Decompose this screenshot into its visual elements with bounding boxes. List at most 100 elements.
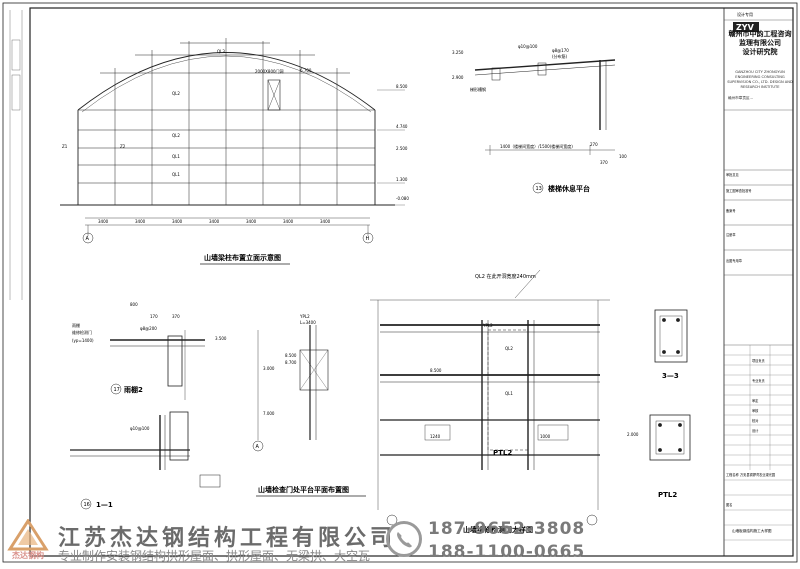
design-seal-label: 设计专用 xyxy=(737,11,753,17)
stair-level-3250: 3.250 xyxy=(452,50,464,55)
label-ql2-elev: QL2 xyxy=(172,91,180,96)
stair-rebar-2: φ8@170 xyxy=(552,48,569,53)
watermark-company: 江苏杰达钢结构工程有限公司 xyxy=(58,525,397,551)
stair-platform-drawing xyxy=(474,59,616,194)
watermark-logo-caption: 杰达钢构 xyxy=(12,551,44,560)
ptl2-level: 2.000 xyxy=(627,432,639,437)
role-1: 项目负责 xyxy=(752,358,765,363)
section-1-title: 1—1 xyxy=(96,501,113,509)
level-8500: 8.500 xyxy=(396,84,408,89)
canopy-rebar-1: φ8@200 xyxy=(140,326,157,331)
stair-rebar-3: (分布筋) xyxy=(552,53,568,59)
platform-level-2: 8.700 xyxy=(285,360,297,365)
platform-ypl: YPL2 xyxy=(299,314,310,319)
stair-rebar-1: φ10@100 xyxy=(518,44,538,49)
drawing-name: 山墙板钢结构施工大样图 xyxy=(732,528,772,533)
company-name-line1: 赣州市中韵工程咨询 xyxy=(728,30,792,38)
role-2: 专业负责 xyxy=(752,378,765,383)
role-5: 校对 xyxy=(752,418,759,423)
door-detail-drawing xyxy=(370,269,610,526)
canopy-rebar-2: φ10@100 xyxy=(130,426,150,431)
platform-level-1: 8.500 xyxy=(285,353,297,358)
inner-border xyxy=(29,7,794,557)
platform-axis: A xyxy=(256,444,260,450)
approval-note-1: 审批意见 xyxy=(726,172,740,177)
stair-channel: 梯形槽钢 xyxy=(470,86,486,92)
approval-note-2: 施工图审查批准号 xyxy=(726,188,752,193)
role-4: 审核 xyxy=(752,408,759,413)
door-ql1-a: QL1 xyxy=(505,391,513,396)
company-name: 赣州市中韵工程咨询 监理有限公司 设计研究院 xyxy=(726,30,794,57)
axis-a-label: A xyxy=(86,236,90,242)
project-label: 工程名称 xyxy=(726,472,740,477)
label-ql2-elev-b: QL2 xyxy=(172,133,180,138)
level-6700: 6.700 xyxy=(300,68,312,73)
platform-plan-drawing xyxy=(252,325,329,452)
span-6: 3400 xyxy=(283,219,294,224)
door-title: 山墙维修检测门大样图 xyxy=(463,525,533,534)
elevation-drawing xyxy=(60,38,405,244)
stair-dim-370: 370 xyxy=(600,160,608,165)
canopy-drawing xyxy=(70,330,221,510)
watermark-logo: 杰达钢构 xyxy=(6,518,50,561)
elevation-title: 山墙梁柱布置立面示意图 xyxy=(204,253,281,262)
project-name: 万安县铜锣湾农业观光园 xyxy=(740,472,775,477)
role-6: 设计 xyxy=(752,428,759,433)
canopy-num: 17 xyxy=(114,387,120,393)
company-name-line3: 设计研究院 xyxy=(742,48,778,56)
stair-title: 楼梯休息平台 xyxy=(548,184,590,193)
role-3: 审定 xyxy=(752,398,759,403)
company-logo-text: ZYV xyxy=(736,23,755,32)
section-3-title: 3—3 xyxy=(662,372,679,380)
approval-note-4: 注册章 xyxy=(726,232,736,237)
level-4740: 4.740 xyxy=(396,124,408,129)
label-ql3: QL3 xyxy=(217,49,225,54)
label-ql1-elev: QL1 xyxy=(172,154,180,159)
level-minus: -0.080 xyxy=(396,196,409,201)
span-7: 3400 xyxy=(320,219,331,224)
watermark-tagline: 专业制作安装钢结构拱形屋面、拱形屋面、无梁拱、大空瓦 xyxy=(58,549,371,563)
canopy-note-2: 维修检测门 xyxy=(72,329,92,335)
door-dim-1000: 1000 xyxy=(540,434,551,439)
label-ql1-elev-b: QL1 xyxy=(172,172,180,177)
platform-length: L=3400 xyxy=(300,320,316,325)
approval-note-5: 出图专用章 xyxy=(726,258,743,263)
span-5: 3400 xyxy=(246,219,257,224)
canopy-level: 3.500 xyxy=(215,336,227,341)
span-3: 3400 xyxy=(172,219,183,224)
canopy-note-3: (yp=1400) xyxy=(72,338,94,343)
canopy-title: 雨棚2 xyxy=(124,385,143,394)
platform-title: 山墙检查门处平台平面布置图 xyxy=(258,485,349,494)
section-1-num: 16 xyxy=(84,502,90,508)
platform-dim-3000: 3.000 xyxy=(263,366,275,371)
stair-dim-270: 270 xyxy=(590,142,598,147)
span-4: 3400 xyxy=(209,219,220,224)
label-z2: Z2 xyxy=(120,144,126,149)
door-dim-1240: 1240 xyxy=(430,434,441,439)
door-ptl2: PTL2 xyxy=(493,449,512,457)
canopy-note-1: 雨棚 xyxy=(72,322,80,328)
approval-note-3: 备案号 xyxy=(726,208,736,213)
canopy-dim-170: 170 xyxy=(150,314,158,319)
watermark-phone-1: 187-9652-3808 xyxy=(428,519,586,539)
section-3-drawing xyxy=(649,309,691,461)
drawing-name-label: 图名 xyxy=(726,502,732,507)
company-address: 赣州市章贡区... xyxy=(728,96,753,100)
door-ypl: YPL2 xyxy=(482,323,493,328)
watermark-phone-2: 188-1100-0665 xyxy=(428,542,586,562)
stair-level-2900: 2.900 xyxy=(452,75,464,80)
phone-icon xyxy=(386,521,422,557)
level-2500: 2.500 xyxy=(396,146,408,151)
label-z1: Z1 xyxy=(62,144,68,149)
door-ql2-a: QL2 xyxy=(505,346,513,351)
stair-dim-main: 1400（楼梯间宽度）/1500(楼梯间宽度) xyxy=(500,143,573,149)
door-level-8500: 8.500 xyxy=(430,368,442,373)
ptl2-title: PTL2 xyxy=(658,491,677,499)
canopy-dim-800: 800 xyxy=(130,302,138,307)
stair-dim-100: 100 xyxy=(619,154,627,159)
stair-num: 13 xyxy=(536,186,542,192)
axis-h-label: H xyxy=(366,236,370,242)
